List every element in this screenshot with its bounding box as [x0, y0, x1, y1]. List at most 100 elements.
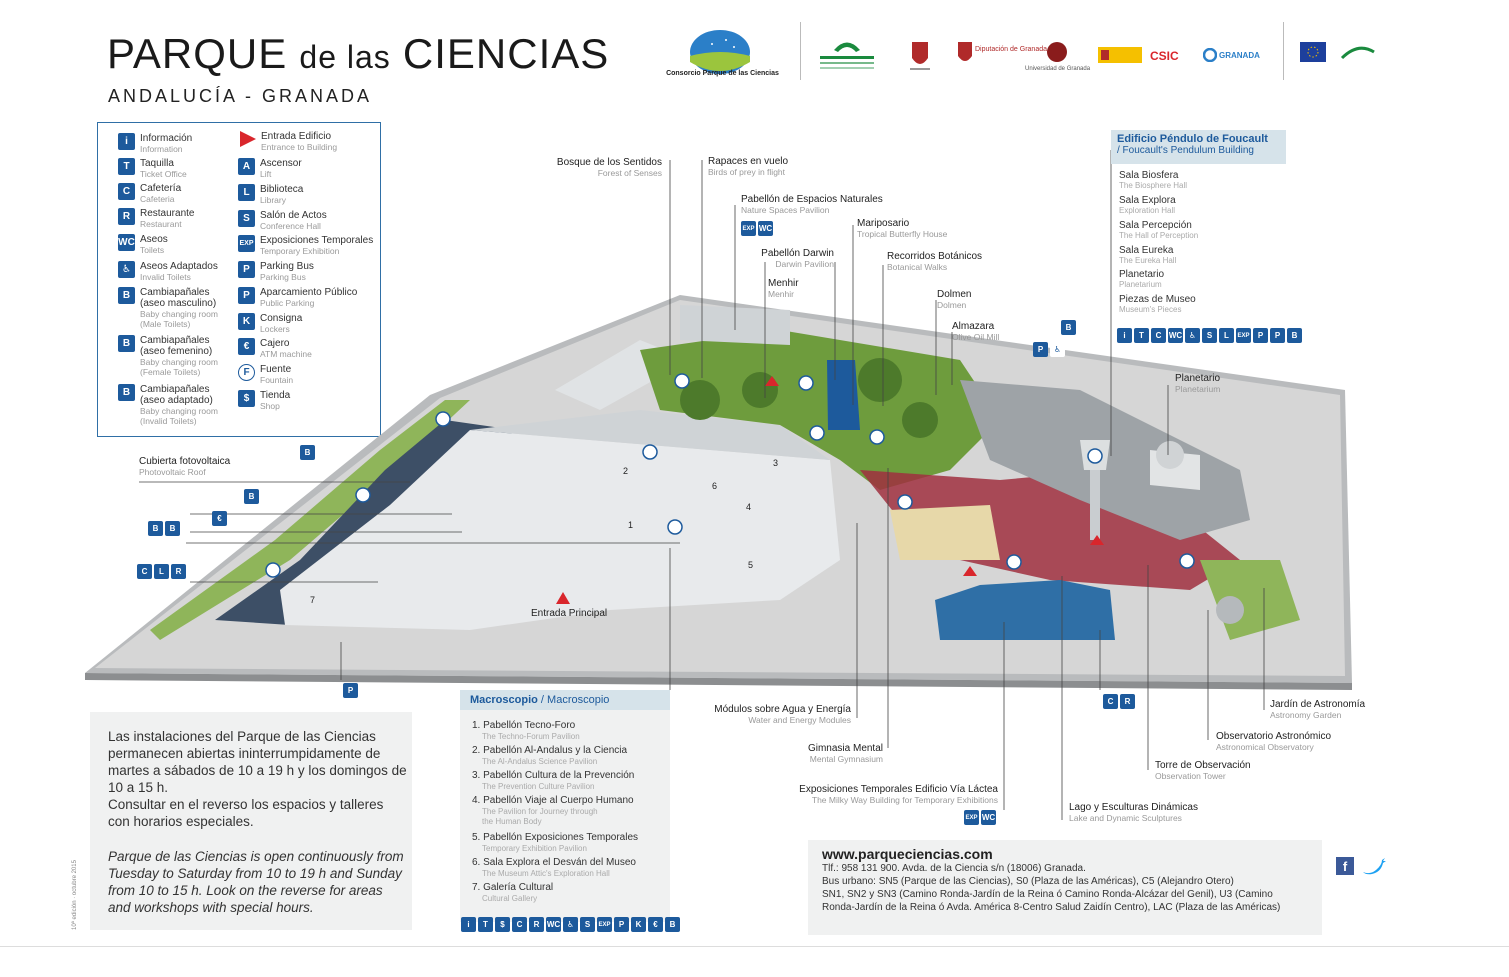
footer-divider [0, 946, 1509, 947]
toilets-icon: WC [981, 810, 996, 825]
toilets-icon: WC [546, 917, 561, 932]
macroscopio-numbers: 1 2 3 4 5 6 7 [310, 458, 778, 605]
almazara-extra-icons: P♿ [1033, 342, 1065, 357]
exhibition-icon: EXP [597, 917, 612, 932]
label-entrada-principal: Entrada Principal [531, 608, 608, 619]
restaurant-icon: R [118, 208, 135, 225]
pavilion-number-6: 6 [712, 481, 717, 491]
baby-changing-icon: B [118, 384, 135, 401]
observation-tower [1090, 470, 1100, 540]
conference-hall-icon: S [238, 210, 255, 227]
pavilion-number-2: 2 [623, 466, 628, 476]
csic-logo-text: CSIC [1150, 49, 1179, 63]
baby-changing-icon: B [118, 287, 135, 304]
baby-changing-icon: B [118, 335, 135, 352]
shop-icon: $ [238, 390, 255, 407]
contact-bus-2: SN1, SN2 y SN3 (Camino Ronda-Jardín de l… [822, 889, 1273, 900]
lockers-icon: K [631, 917, 646, 932]
contact-bus-3: Ronda-Jardín de la Reina ó Avda. América… [822, 902, 1281, 913]
spain-government-logo [1098, 47, 1142, 63]
atm-icon: € [212, 511, 227, 526]
exhibition-icon: EXP [238, 235, 255, 252]
cafeteria-icon: C [512, 917, 527, 932]
conference-hall-icon: S [1202, 328, 1217, 343]
almazara-parking-icon: B [1061, 320, 1076, 335]
exhibition-icon: EXP [741, 221, 756, 236]
entrance-arrow-icon [240, 131, 256, 147]
lockers-icon: K [238, 313, 255, 330]
service-icon-atm: € [212, 511, 227, 526]
contact-phone-address: Tlf.: 958 131 900. Avda. de la Ciencia s… [822, 863, 1086, 874]
fountain-icon: F [238, 364, 255, 381]
service-icon-roof-2: B [244, 489, 259, 504]
baby-changing-icon: B [665, 917, 680, 932]
twitter-icon[interactable] [1361, 857, 1387, 877]
central-gardens [640, 330, 1000, 490]
divider [1283, 22, 1284, 80]
green-roof [150, 400, 470, 640]
contact-bus-1: Bus urbano: SN5 (Parque de las Ciencias)… [822, 876, 1234, 887]
contact-box: www.parqueciencias.com Tlf.: 958 131 900… [808, 840, 1322, 935]
parking-icon: P [238, 287, 255, 304]
website-link[interactable]: www.parqueciencias.com [822, 846, 993, 862]
macroscopio-building [280, 430, 840, 630]
library-icon: L [238, 184, 255, 201]
restaurant-icon: R [529, 917, 544, 932]
macroscopio-header: Macroscopio / Macroscopio [460, 690, 670, 710]
pavilion-number-3: 3 [773, 458, 778, 468]
pavilion-number-1: 1 [628, 520, 633, 530]
cafeteria-icon: C [137, 564, 152, 579]
ayuntamiento-logo [910, 42, 930, 70]
parking-icon: P [1033, 342, 1048, 357]
junta-andalucia-logo [820, 42, 874, 69]
wheelchair-icon: ♿ [1185, 328, 1200, 343]
opening-hours-en: Parque de las Ciencias is open continuou… [108, 849, 404, 915]
exhibition-icon: EXP [1236, 328, 1251, 343]
wheelchair-icon: ♿ [1050, 342, 1065, 357]
ticket-office-icon: T [118, 158, 135, 175]
pavilion-number-7: 7 [310, 595, 315, 605]
service-icon-parking: P [343, 683, 358, 698]
facebook-icon[interactable]: f [1336, 857, 1354, 875]
library-icon: L [154, 564, 169, 579]
library-icon: L [1219, 328, 1234, 343]
pavilion-number-4: 4 [746, 502, 751, 512]
information-icon: i [461, 917, 476, 932]
andalucia-logo [1340, 46, 1375, 60]
toilets-icon: WC [118, 234, 135, 251]
parking-icon: P [614, 917, 629, 932]
ciencia-granada-emblem [1203, 48, 1217, 62]
foucault-header: Edificio Péndulo de Foucault / Foucault'… [1111, 130, 1286, 164]
eu-flag [1300, 42, 1326, 62]
